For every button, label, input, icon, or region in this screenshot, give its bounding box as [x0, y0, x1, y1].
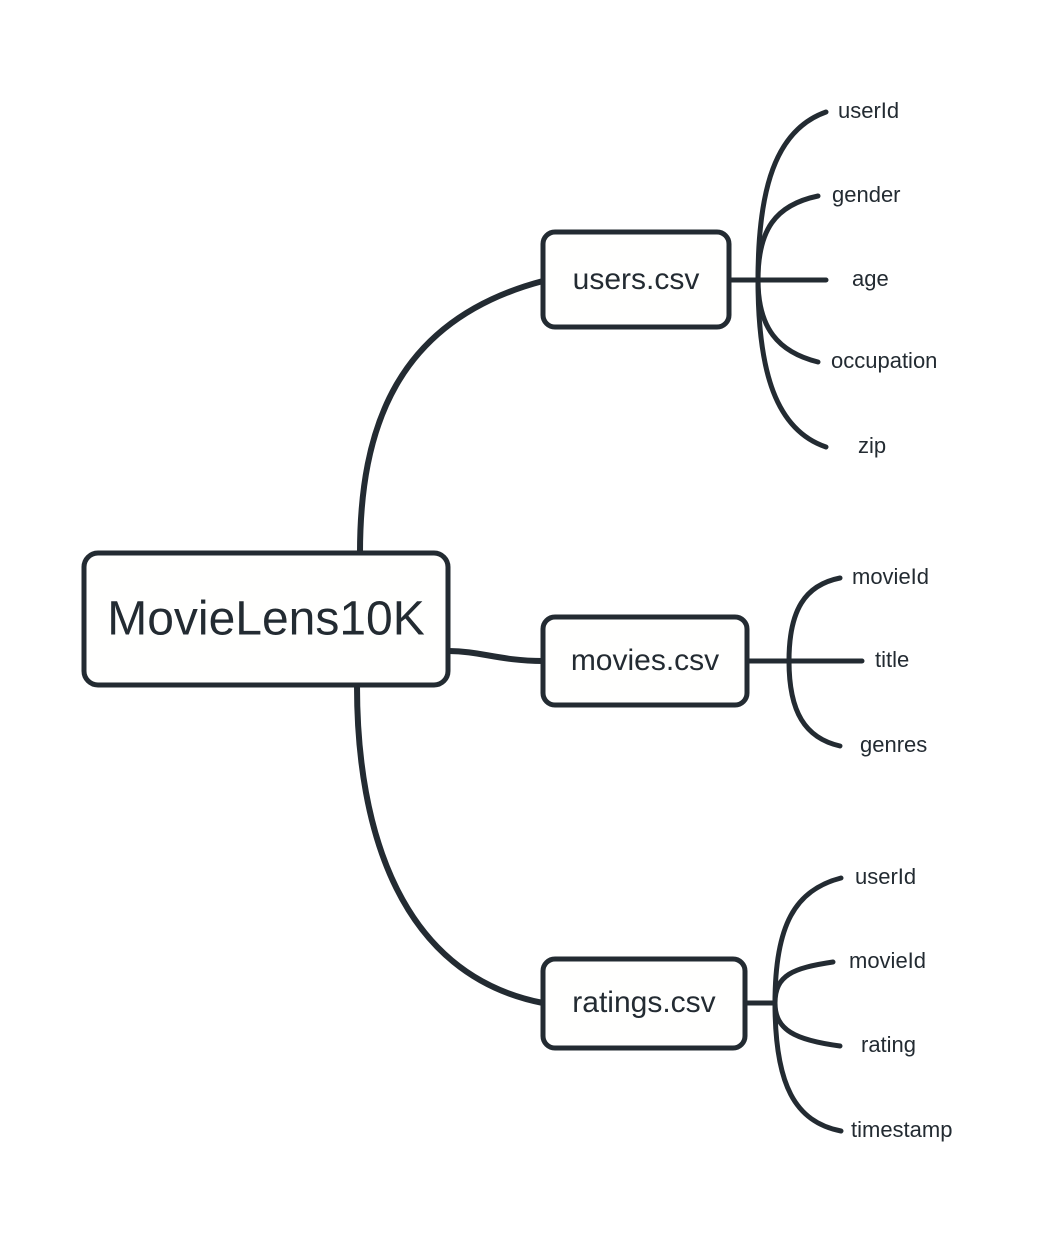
leaf-ratings-rating: rating: [861, 1032, 916, 1057]
leaf-ratings-timestamp: timestamp: [851, 1117, 952, 1142]
leaf-users-gender: gender: [832, 182, 901, 207]
branch-ratings: ratings.csv userId movieId rating timest…: [540, 864, 952, 1142]
node-root[interactable]: MovieLens10K: [81, 550, 451, 688]
edge-users-to-zip: [755, 277, 829, 450]
leaf-users-occupation: occupation: [831, 348, 937, 373]
leaf-ratings-userid: userId: [855, 864, 916, 889]
node-ratings[interactable]: ratings.csv: [540, 956, 748, 1051]
leaf-users-zip: zip: [858, 433, 886, 458]
edge-ratings-to-userid: [772, 875, 844, 1006]
leaf-movies-genres: genres: [860, 732, 927, 757]
node-movies-label: movies.csv: [571, 644, 719, 677]
edge-root-to-movies: [446, 648, 546, 664]
node-movies-box[interactable]: [540, 614, 750, 708]
edge-movies-to-genres: [786, 658, 843, 749]
node-root-label: MovieLens10K: [107, 593, 425, 646]
edge-users-to-occupation: [755, 277, 821, 365]
leaf-movies-movieid: movieId: [852, 564, 929, 589]
node-users[interactable]: users.csv: [540, 229, 732, 330]
branch-users: users.csv userId gender age occupation z…: [540, 98, 937, 458]
edge-ratings-to-rating: [772, 1000, 843, 1049]
node-users-box[interactable]: [540, 229, 732, 330]
leaf-ratings-movieid: movieId: [849, 948, 926, 973]
root-connectors: [354, 278, 546, 1006]
branch-movies: movies.csv movieId title genres: [540, 564, 929, 757]
node-ratings-box[interactable]: [540, 956, 748, 1051]
edge-movies-to-movieid: [786, 575, 843, 664]
node-root-box[interactable]: [81, 550, 451, 688]
edge-ratings-to-movieid: [772, 959, 836, 1006]
edge-root-to-users: [357, 278, 546, 556]
leaf-users-userid: userId: [838, 98, 899, 123]
node-ratings-label: ratings.csv: [572, 986, 715, 1019]
node-movies[interactable]: movies.csv: [540, 614, 750, 708]
edge-root-to-ratings: [354, 683, 546, 1006]
edge-users-to-gender: [755, 193, 821, 283]
leaf-movies-title: title: [875, 647, 909, 672]
leaf-users-age: age: [852, 266, 889, 291]
edge-ratings-to-timestamp: [772, 1000, 844, 1134]
node-users-label: users.csv: [573, 263, 700, 296]
